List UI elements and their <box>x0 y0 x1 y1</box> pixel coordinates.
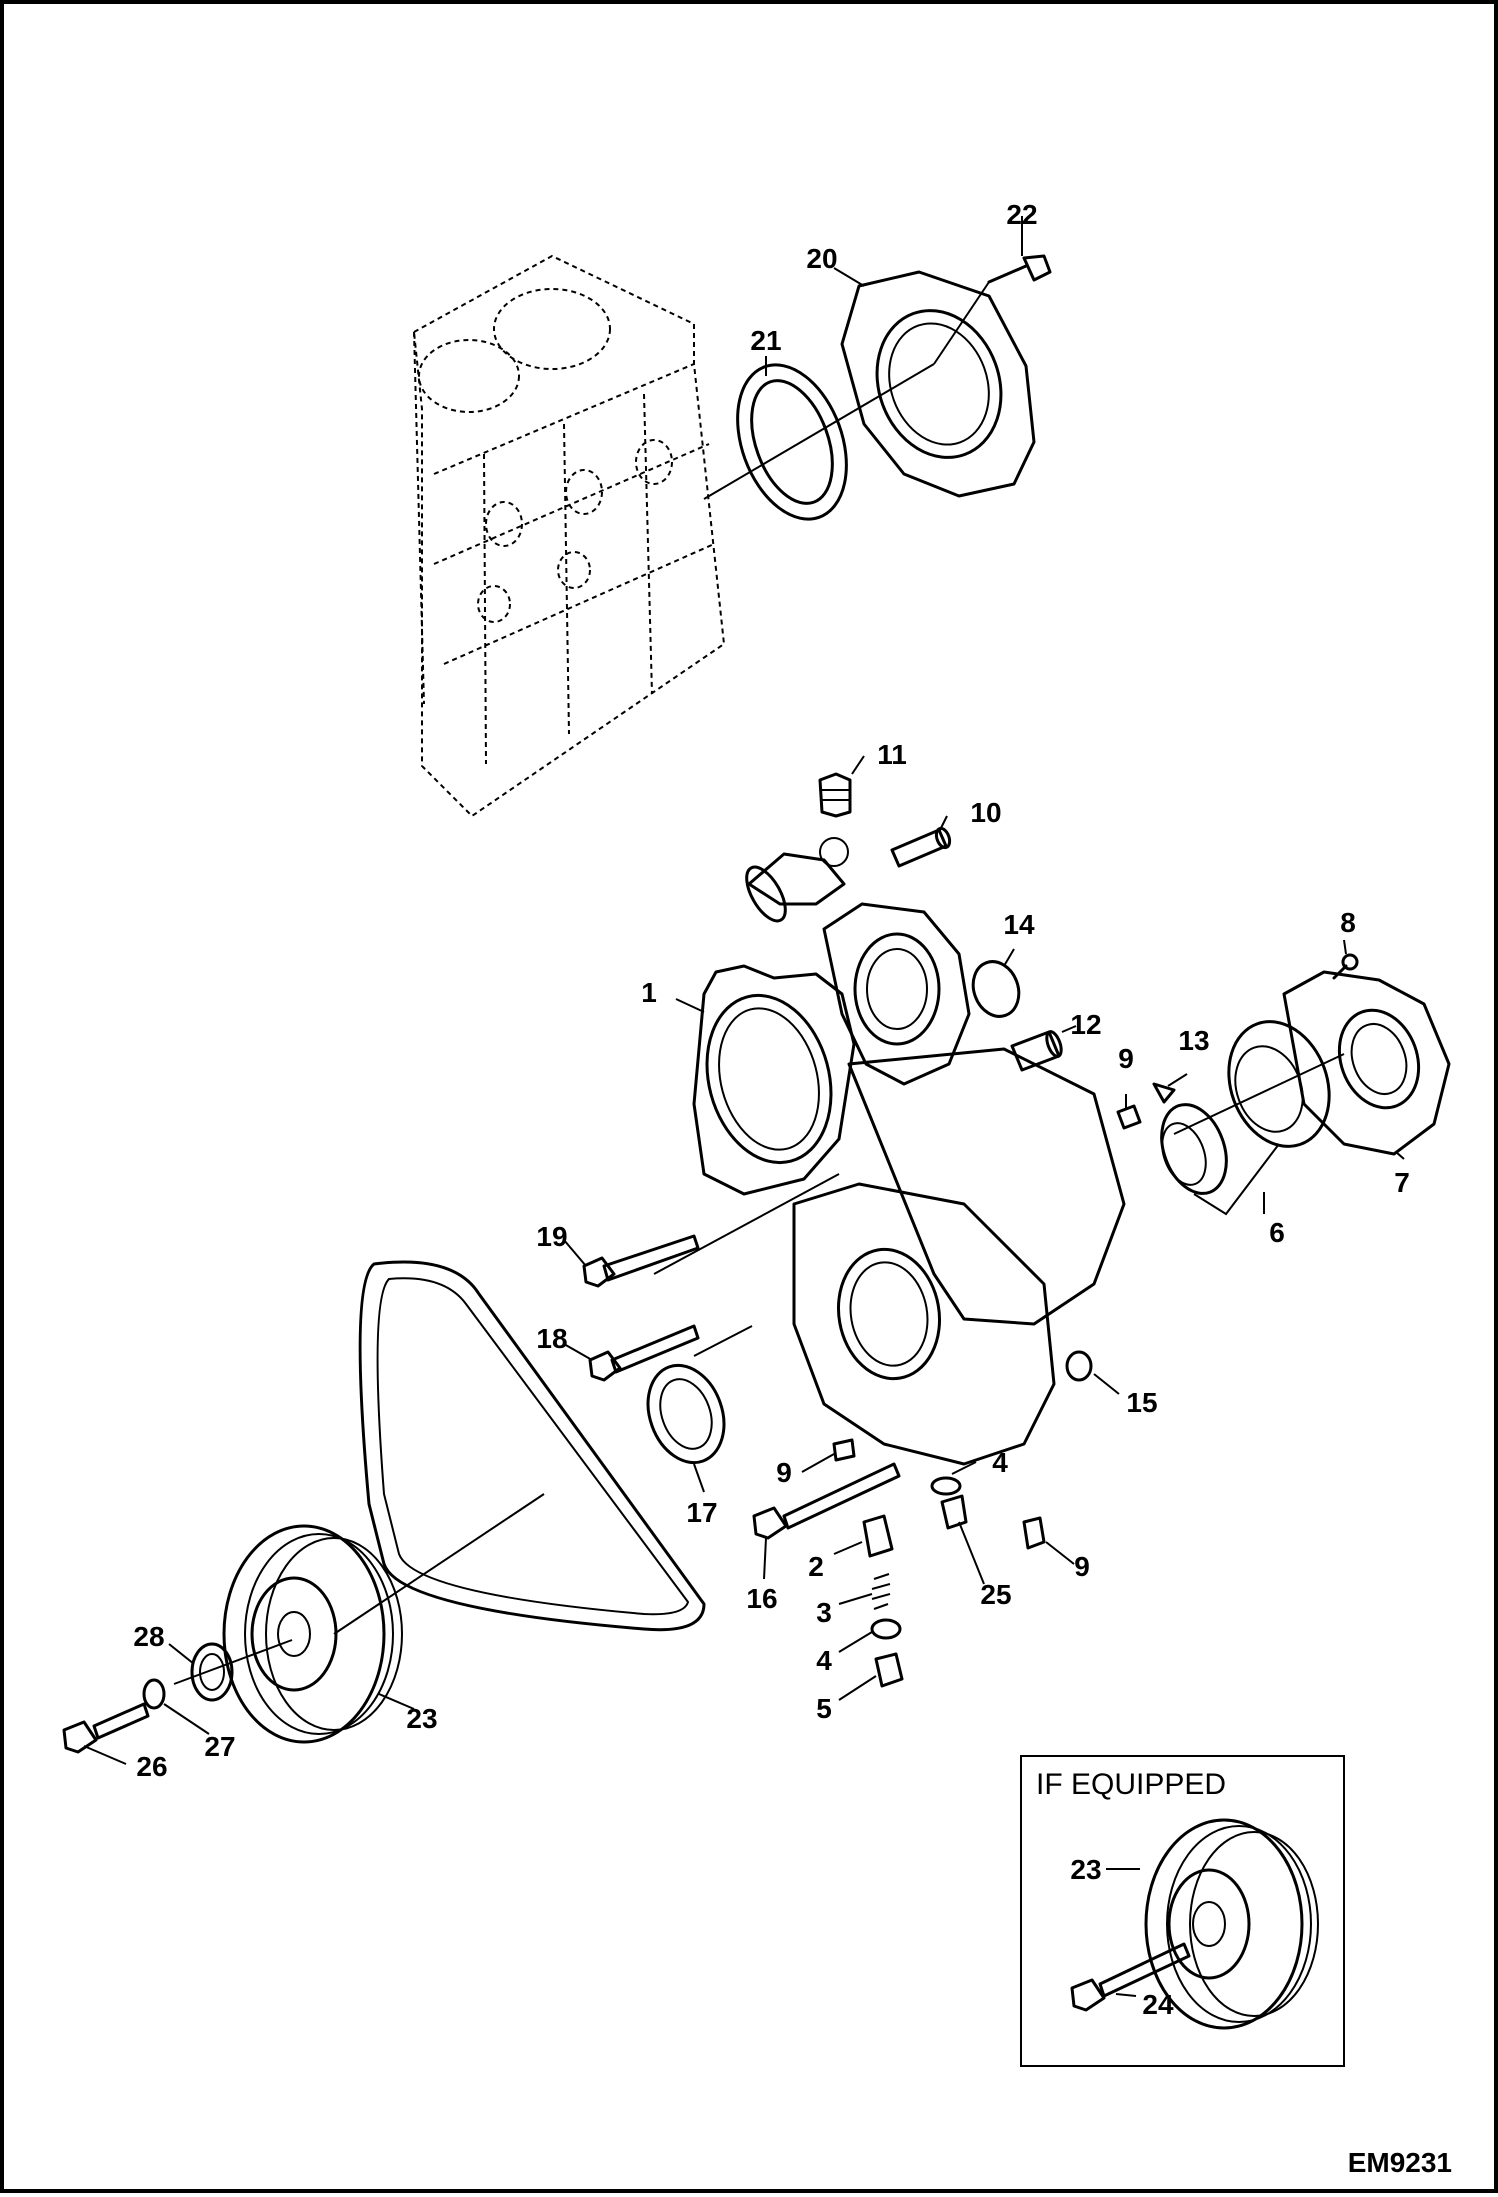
bolt-part-22 <box>987 254 1052 284</box>
pump-rotor-part-6 <box>1160 1020 1331 1195</box>
callout-4b: 4 <box>816 1645 832 1676</box>
callout-6: 6 <box>1269 1217 1285 1248</box>
callout-16: 16 <box>746 1583 777 1614</box>
callout-5: 5 <box>816 1693 832 1724</box>
callout-9b: 9 <box>776 1457 792 1488</box>
callout-13: 13 <box>1178 1025 1209 1056</box>
callout-19: 19 <box>536 1221 567 1252</box>
bolt-part-16 <box>752 1462 901 1540</box>
oil-seal-part-17 <box>646 1363 726 1465</box>
callout-21: 21 <box>750 325 781 356</box>
o-ring-part-14 <box>971 960 1021 1018</box>
pulley-part-23 <box>222 1524 403 1744</box>
dowel-part-12 <box>1010 1030 1063 1072</box>
ring-part-13 <box>1152 1082 1176 1104</box>
bolt-washer-parts <box>62 1642 234 1754</box>
bolt-part-18 <box>588 1324 700 1382</box>
inset-callout-23: 23 <box>1070 1854 1101 1885</box>
oil-seal-part-21 <box>736 363 848 521</box>
callout-leaders <box>83 216 1405 1765</box>
callout-14: 14 <box>1003 909 1035 940</box>
callout-1: 1 <box>641 977 657 1008</box>
callout-2: 2 <box>808 1551 824 1582</box>
callout-26: 26 <box>136 1751 167 1782</box>
relief-valve-parts <box>832 1438 1046 1688</box>
engine-block <box>412 254 726 818</box>
callout-22: 22 <box>1006 199 1037 230</box>
pipe-part-10 <box>890 826 952 868</box>
callout-9a: 9 <box>1118 1043 1134 1074</box>
callout-25: 25 <box>980 1579 1011 1610</box>
callout-8: 8 <box>1340 907 1356 938</box>
inset-if-equipped: IF EQUIPPED 23 24 <box>1020 1755 1345 2067</box>
callout-17: 17 <box>686 1497 717 1528</box>
screw-part-8 <box>1332 953 1359 980</box>
inset-callout-24: 24 <box>1142 1989 1174 2020</box>
seal-housing-part-20 <box>840 270 1036 498</box>
fan-belt <box>358 1260 706 1632</box>
callout-labels: 1 2 3 4 4 5 6 7 8 9 9 9 10 11 12 13 14 1… <box>133 199 1409 1782</box>
callout-12: 12 <box>1070 1009 1101 1040</box>
pump-cover-part-7 <box>1282 970 1451 1156</box>
exploded-parts-drawing: 1 2 3 4 4 5 6 7 8 9 9 9 10 11 12 13 14 1… <box>62 199 1452 2178</box>
bolt-part-19 <box>582 1234 700 1288</box>
callout-23: 23 <box>406 1703 437 1734</box>
plug-part-11 <box>818 772 852 818</box>
inset-bolt-part-24 <box>1070 1942 1191 2012</box>
inset-title: IF EQUIPPED <box>1036 1768 1226 1801</box>
gear-case-part-1 <box>692 837 1126 1466</box>
callout-3: 3 <box>816 1597 832 1628</box>
callout-28: 28 <box>133 1621 164 1652</box>
figure-code: EM9231 <box>1348 2147 1452 2178</box>
connection-lines <box>173 281 1345 1685</box>
callout-27: 27 <box>204 1731 235 1762</box>
o-ring-part-15 <box>1065 1350 1093 1382</box>
callout-11: 11 <box>877 739 907 770</box>
callout-10: 10 <box>970 797 1001 828</box>
callout-4a: 4 <box>992 1447 1008 1478</box>
callout-15: 15 <box>1126 1387 1157 1418</box>
inset-pulley-part-23 <box>1144 1818 1319 2030</box>
callout-20: 20 <box>806 243 837 274</box>
callout-18: 18 <box>536 1323 567 1354</box>
callout-7: 7 <box>1394 1167 1410 1198</box>
callout-9c: 9 <box>1074 1551 1090 1582</box>
pin-part-9-top <box>1116 1104 1142 1130</box>
